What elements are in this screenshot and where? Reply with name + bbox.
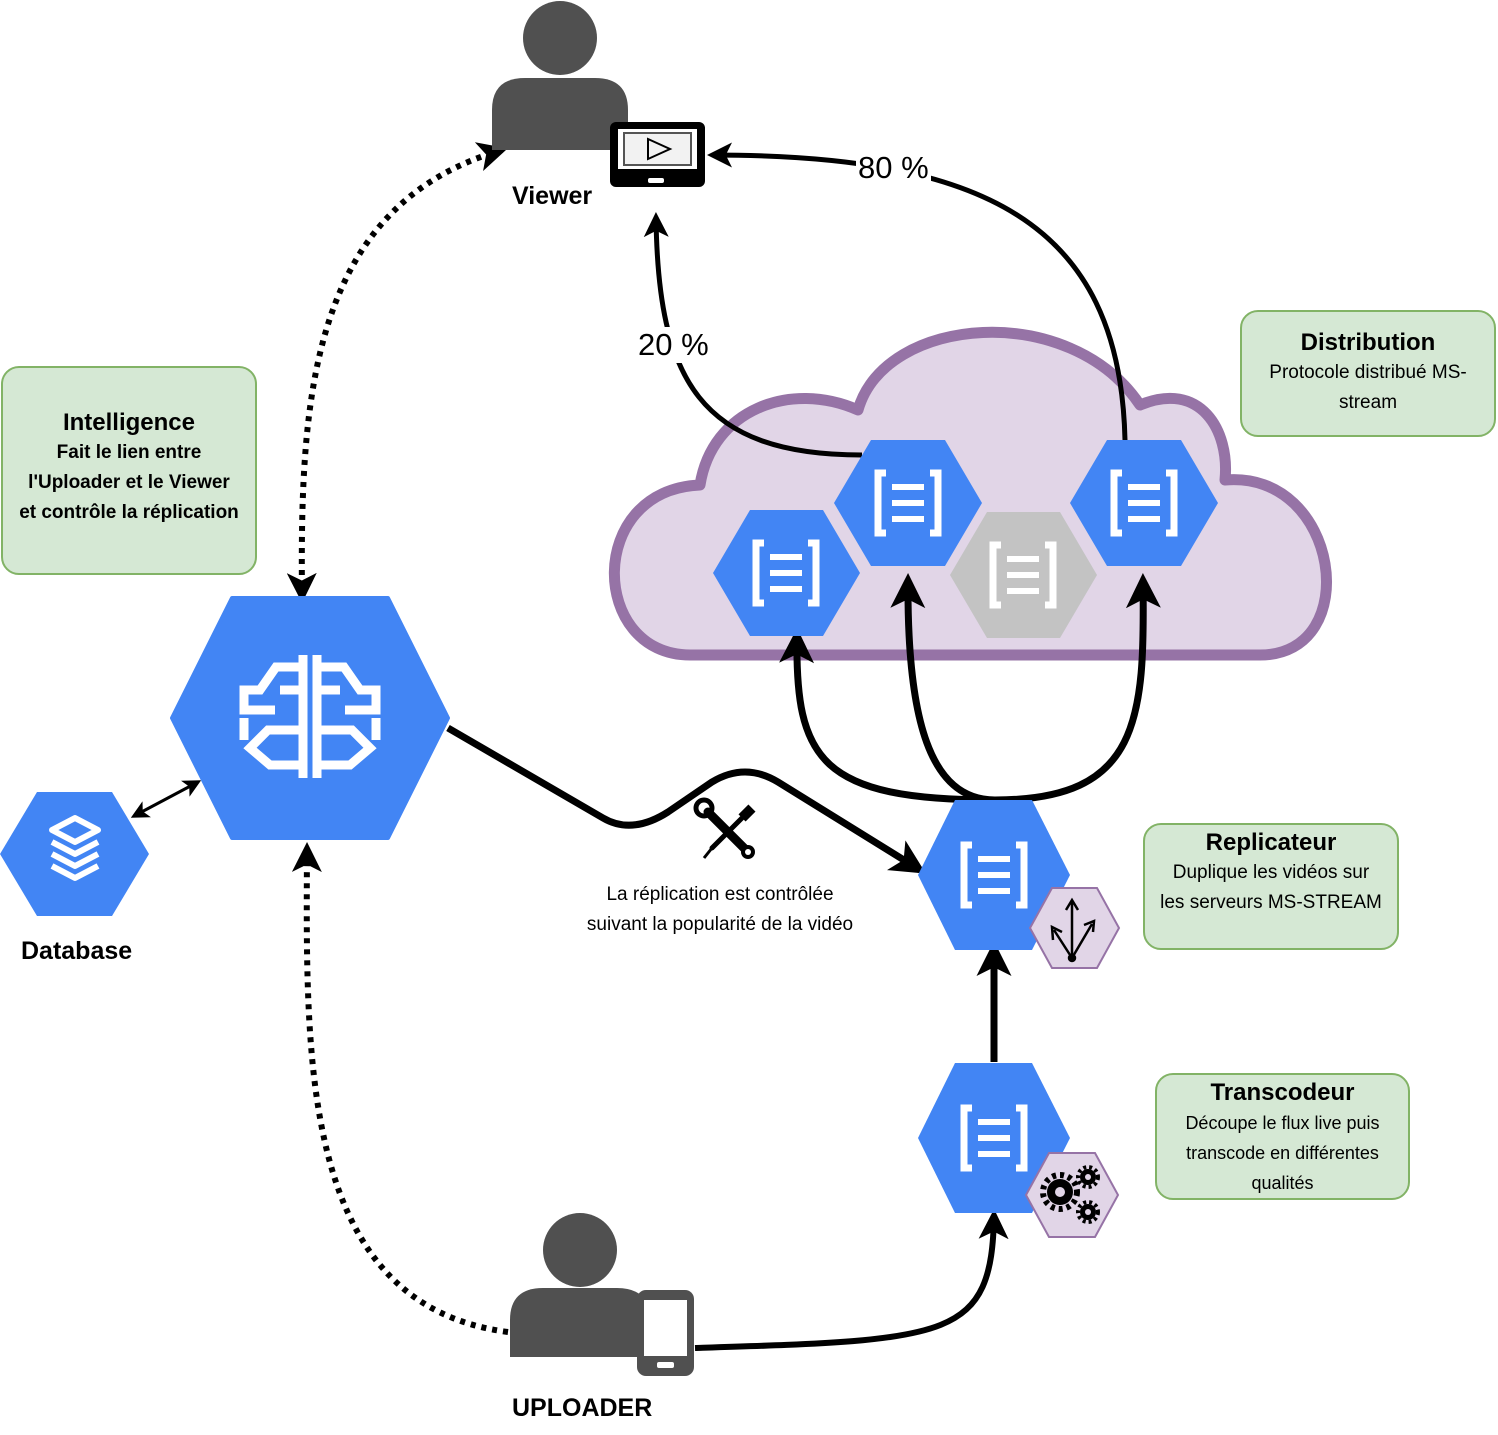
axes-badge: [1028, 887, 1121, 969]
database-node: [0, 792, 149, 916]
intelligence-desc-line: l'Uploader et le Viewer: [28, 472, 230, 493]
edge-node2-viewer-20: [643, 212, 863, 458]
replication-note-line: La réplication est contrôlée: [606, 884, 834, 905]
wrench-screwdriver-icon: [693, 797, 756, 859]
smartphone-icon: [637, 1290, 694, 1376]
viewer-label: Viewer: [512, 182, 593, 210]
replicateur-desc-line: les serveurs MS-STREAM: [1160, 892, 1382, 913]
replicateur-node: [918, 800, 1121, 969]
gears-badge: [1024, 1152, 1120, 1238]
intelligence-desc-line: Fait le lien entre: [56, 442, 202, 463]
uploader-person-icon: [510, 1213, 650, 1357]
edge-replicateur-node-left: [779, 628, 996, 804]
edge-intelligence-replicateur: [446, 724, 926, 874]
distribution-desc-line: Protocole distribué MS-: [1269, 362, 1467, 383]
edge-replicateur-node-mid: [890, 573, 996, 804]
intelligence-node: [170, 596, 450, 840]
transcodeur-desc-line: transcode en différentes: [1186, 1143, 1379, 1163]
distribution-title: Distribution: [1300, 329, 1436, 356]
transcodeur-node: [918, 1063, 1120, 1238]
stream-node-left: [713, 510, 860, 636]
stream-node-right: [1070, 440, 1218, 566]
transcodeur-desc-line: Découpe le flux live puis: [1185, 1113, 1380, 1133]
transcodeur-title: Transcodeur: [1210, 1079, 1355, 1106]
viewer-person-icon: [492, 1, 628, 150]
edge-intelligence-database: [130, 780, 202, 818]
edge-uploader-intelligence: [291, 842, 509, 1335]
viewer-share-80-label: 80 %: [856, 150, 931, 186]
distribution-desc-line: stream: [1338, 392, 1398, 413]
database-label: Database: [21, 937, 133, 965]
replication-note-line: suivant la popularité de la vidéo: [586, 914, 854, 935]
stream-node-mid: [834, 440, 982, 566]
intelligence-title: Intelligence: [62, 409, 196, 436]
database-stack-icon: [49, 815, 101, 881]
replication-note: La réplication est contrôlée suivant la …: [560, 880, 880, 940]
edge-uploader-transcodeur: [694, 1209, 1009, 1351]
edge-node1-viewer-80: [707, 142, 1128, 441]
intelligence-desc-line: et contrôle la réplication: [19, 502, 239, 523]
brain-icon: [239, 655, 381, 778]
viewer-share-20-label: 20 %: [636, 327, 711, 363]
distribution-box: Distribution Protocole distribué MS- str…: [1240, 310, 1496, 437]
transcodeur-box: Transcodeur Découpe le flux live puis tr…: [1155, 1073, 1410, 1200]
replicateur-box: Replicateur Duplique les vidéos sur les …: [1143, 823, 1399, 950]
replicateur-title: Replicateur: [1205, 829, 1337, 856]
stream-node-inactive: [950, 512, 1097, 638]
intelligence-box: Intelligence Fait le lien entre l'Upload…: [1, 366, 257, 575]
laptop-play-icon: [610, 122, 705, 187]
gears-icon: [1040, 1165, 1100, 1224]
replicateur-desc-line: Duplique les vidéos sur: [1172, 862, 1370, 883]
uploader-label: UPLOADER: [512, 1394, 653, 1422]
transcodeur-desc-line: qualités: [1251, 1173, 1314, 1193]
edge-replicateur-node-right: [994, 573, 1161, 804]
axes-icon: [1050, 897, 1096, 963]
edge-intelligence-viewer: [286, 142, 508, 603]
